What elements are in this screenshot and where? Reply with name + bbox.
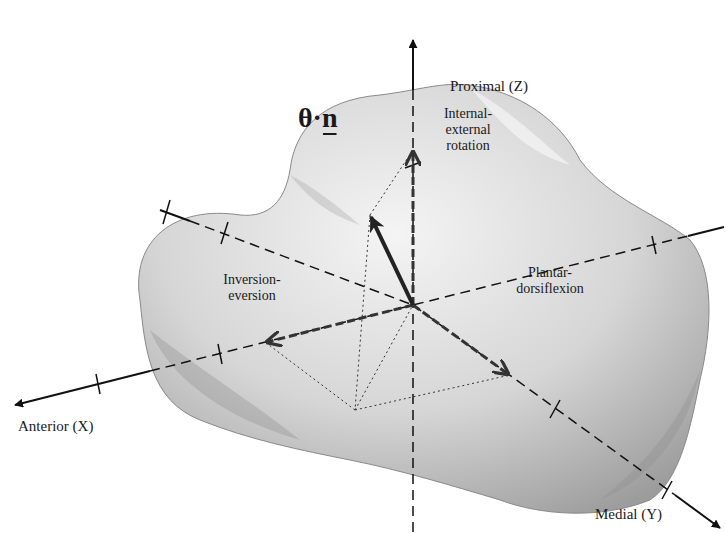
vector-underline — [323, 133, 337, 135]
axis-tick — [662, 481, 672, 499]
projection-line — [370, 150, 413, 215]
axis-label: Anterior (X) — [18, 418, 93, 435]
talus-bone — [139, 84, 709, 513]
axis-line — [15, 371, 150, 405]
axis-label: Medial (Y) — [595, 506, 662, 523]
axis-line — [675, 495, 720, 528]
bone-shading — [150, 330, 300, 440]
rotation-label: Inversion- eversion — [223, 272, 281, 304]
axis-label: Proximal (Z) — [450, 78, 528, 95]
axis-tick — [550, 400, 560, 418]
axis-tick — [218, 344, 222, 364]
bone-shading — [290, 175, 360, 225]
axis-line — [412, 40, 414, 90]
axis-tick — [96, 374, 100, 394]
rotation-vector — [371, 217, 413, 305]
vector-label: θ·n — [298, 102, 338, 134]
axis-tick — [163, 200, 170, 224]
projection-line — [355, 375, 510, 410]
underline-layer — [323, 134, 337, 135]
projection-line — [355, 305, 413, 410]
rotation-label: Plantar- dorsiflexion — [516, 265, 584, 297]
component-arrow — [412, 152, 415, 305]
axis-line — [412, 90, 414, 533]
axis-line — [688, 227, 724, 236]
axis-line — [413, 305, 675, 495]
component-arrow — [267, 305, 413, 342]
bone-shading — [600, 370, 700, 500]
axis-line — [150, 236, 688, 371]
projection-line — [265, 342, 355, 410]
component-arrow — [413, 305, 508, 374]
axis-tick — [652, 236, 656, 254]
axis-tick — [221, 222, 228, 244]
projection-line — [355, 215, 370, 410]
rotation-label: Internal- external rotation — [444, 106, 492, 154]
